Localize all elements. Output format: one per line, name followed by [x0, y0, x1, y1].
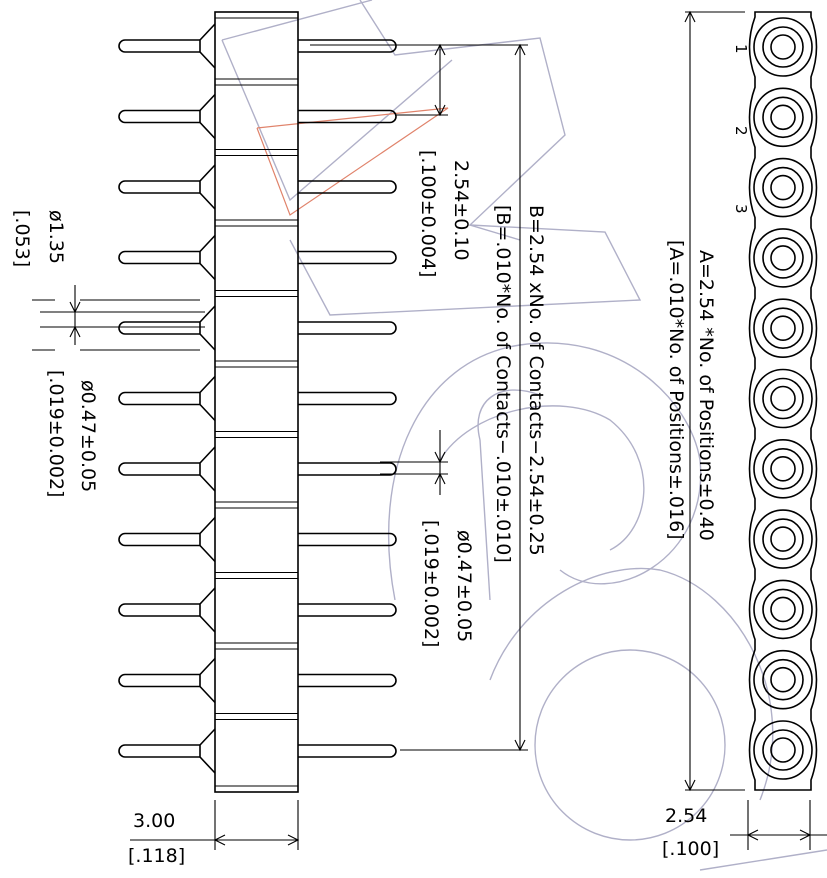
socket-outer-ring [753, 720, 813, 780]
lead-collar [199, 657, 216, 704]
pin-label-2: 2 [732, 126, 750, 136]
pitch-mm-text: 2.54±0.10 [450, 160, 472, 261]
lead-collar [199, 516, 216, 563]
socket-hole [770, 526, 796, 552]
top-view-strip [748, 11, 818, 791]
right-lead [298, 462, 397, 476]
left-lead [118, 744, 200, 758]
b-formula-in-text: [B=.010*No. of Contacts−.010±.010] [492, 205, 514, 563]
body-width-mm-text: 3.00 [133, 810, 175, 832]
socket-outer-ring [753, 298, 813, 359]
socket-mid-ring [762, 658, 804, 701]
lead-collar [199, 93, 216, 140]
pin-label-1: 1 [732, 44, 750, 54]
left-lead [118, 39, 200, 53]
left-lead [118, 180, 200, 194]
right-lead [298, 744, 397, 758]
left-lead [118, 321, 200, 335]
b-formula-text: B=2.54 xNo. of Contacts−2.54±0.25 [525, 205, 547, 556]
socket-outer-ring [753, 579, 813, 640]
pin-dia-in-text: [.019±0.002] [45, 370, 67, 497]
socket-outer-ring [753, 649, 813, 710]
socket-mid-ring [762, 96, 804, 139]
body-outline [214, 11, 299, 793]
socket-hole [770, 455, 796, 482]
socket-mid-ring [762, 166, 804, 209]
socket-outer-ring [753, 438, 813, 499]
tail-dia-mm-text: ø0.47±0.05 [453, 530, 475, 642]
right-lead [298, 39, 397, 53]
socket-mid-ring [762, 447, 804, 490]
lead-collar [199, 164, 216, 210]
socket-hole [770, 737, 796, 763]
left-lead [118, 250, 200, 265]
pitch-in-text: [.100±0.004] [417, 150, 439, 277]
lead-collar [199, 23, 216, 69]
watermark-logo [221, 0, 827, 871]
right-lead [298, 180, 397, 194]
socket-mid-ring [762, 237, 804, 279]
socket-outer-ring [753, 509, 813, 569]
left-lead [118, 109, 200, 124]
collar-dia-mm-text: ø1.35 [45, 210, 67, 264]
right-lead [298, 250, 397, 265]
a-formula-in-text: [A=.010*No. of Positions±.016] [665, 240, 687, 540]
dimension-lines [32, 10, 827, 850]
lead-collar [199, 728, 216, 774]
left-lead [118, 462, 200, 476]
socket-mid-ring [762, 518, 804, 560]
left-lead [118, 603, 200, 617]
collar-dia-in-text: [.053] [11, 210, 33, 267]
right-lead [298, 391, 397, 406]
left-lead [118, 673, 200, 688]
socket-mid-ring [762, 26, 804, 68]
socket-mid-ring [762, 588, 804, 631]
socket-outer-ring [753, 87, 813, 148]
right-lead [298, 532, 397, 547]
right-lead [298, 321, 397, 335]
lead-collar [199, 375, 216, 422]
socket-hole [770, 174, 796, 201]
socket-mid-ring [762, 729, 804, 771]
tail-dia-in-text: [.019±0.002] [420, 520, 442, 647]
socket-hole [770, 666, 796, 693]
socket-outer-ring [753, 228, 813, 288]
socket-outer-ring [753, 157, 813, 218]
socket-hole [770, 245, 796, 271]
socket-hole [770, 104, 796, 131]
socket-outer-ring [753, 368, 813, 429]
top-pitch-mm-text: 2.54 [665, 805, 707, 827]
lead-collar [199, 234, 216, 281]
lead-collar [199, 446, 216, 492]
socket-outer-ring [753, 17, 813, 77]
pin-leads [118, 23, 397, 774]
socket-hole [770, 315, 796, 342]
dimension-text: A=2.54 *No. of Positions±0.40 [A=.010*No… [11, 44, 750, 867]
a-formula-text: A=2.54 *No. of Positions±0.40 [695, 250, 717, 541]
left-lead [118, 391, 200, 406]
pin-dia-mm-text: ø0.47±0.05 [77, 380, 99, 492]
socket-hole [770, 385, 796, 412]
top-pitch-in-text: [.100] [662, 838, 719, 860]
socket-mid-ring [762, 377, 804, 420]
right-lead [298, 603, 397, 617]
right-lead [298, 673, 397, 688]
lead-collar [199, 305, 216, 351]
socket-hole [770, 34, 796, 60]
socket-mid-ring [762, 307, 804, 350]
socket-body [214, 11, 299, 793]
lead-collar [199, 587, 216, 633]
left-lead [118, 532, 200, 547]
pin-label-3: 3 [732, 204, 750, 214]
socket-hole [770, 596, 796, 623]
right-lead [298, 109, 397, 124]
strip-outline [748, 11, 818, 791]
body-width-in-text: [.118] [128, 845, 185, 867]
